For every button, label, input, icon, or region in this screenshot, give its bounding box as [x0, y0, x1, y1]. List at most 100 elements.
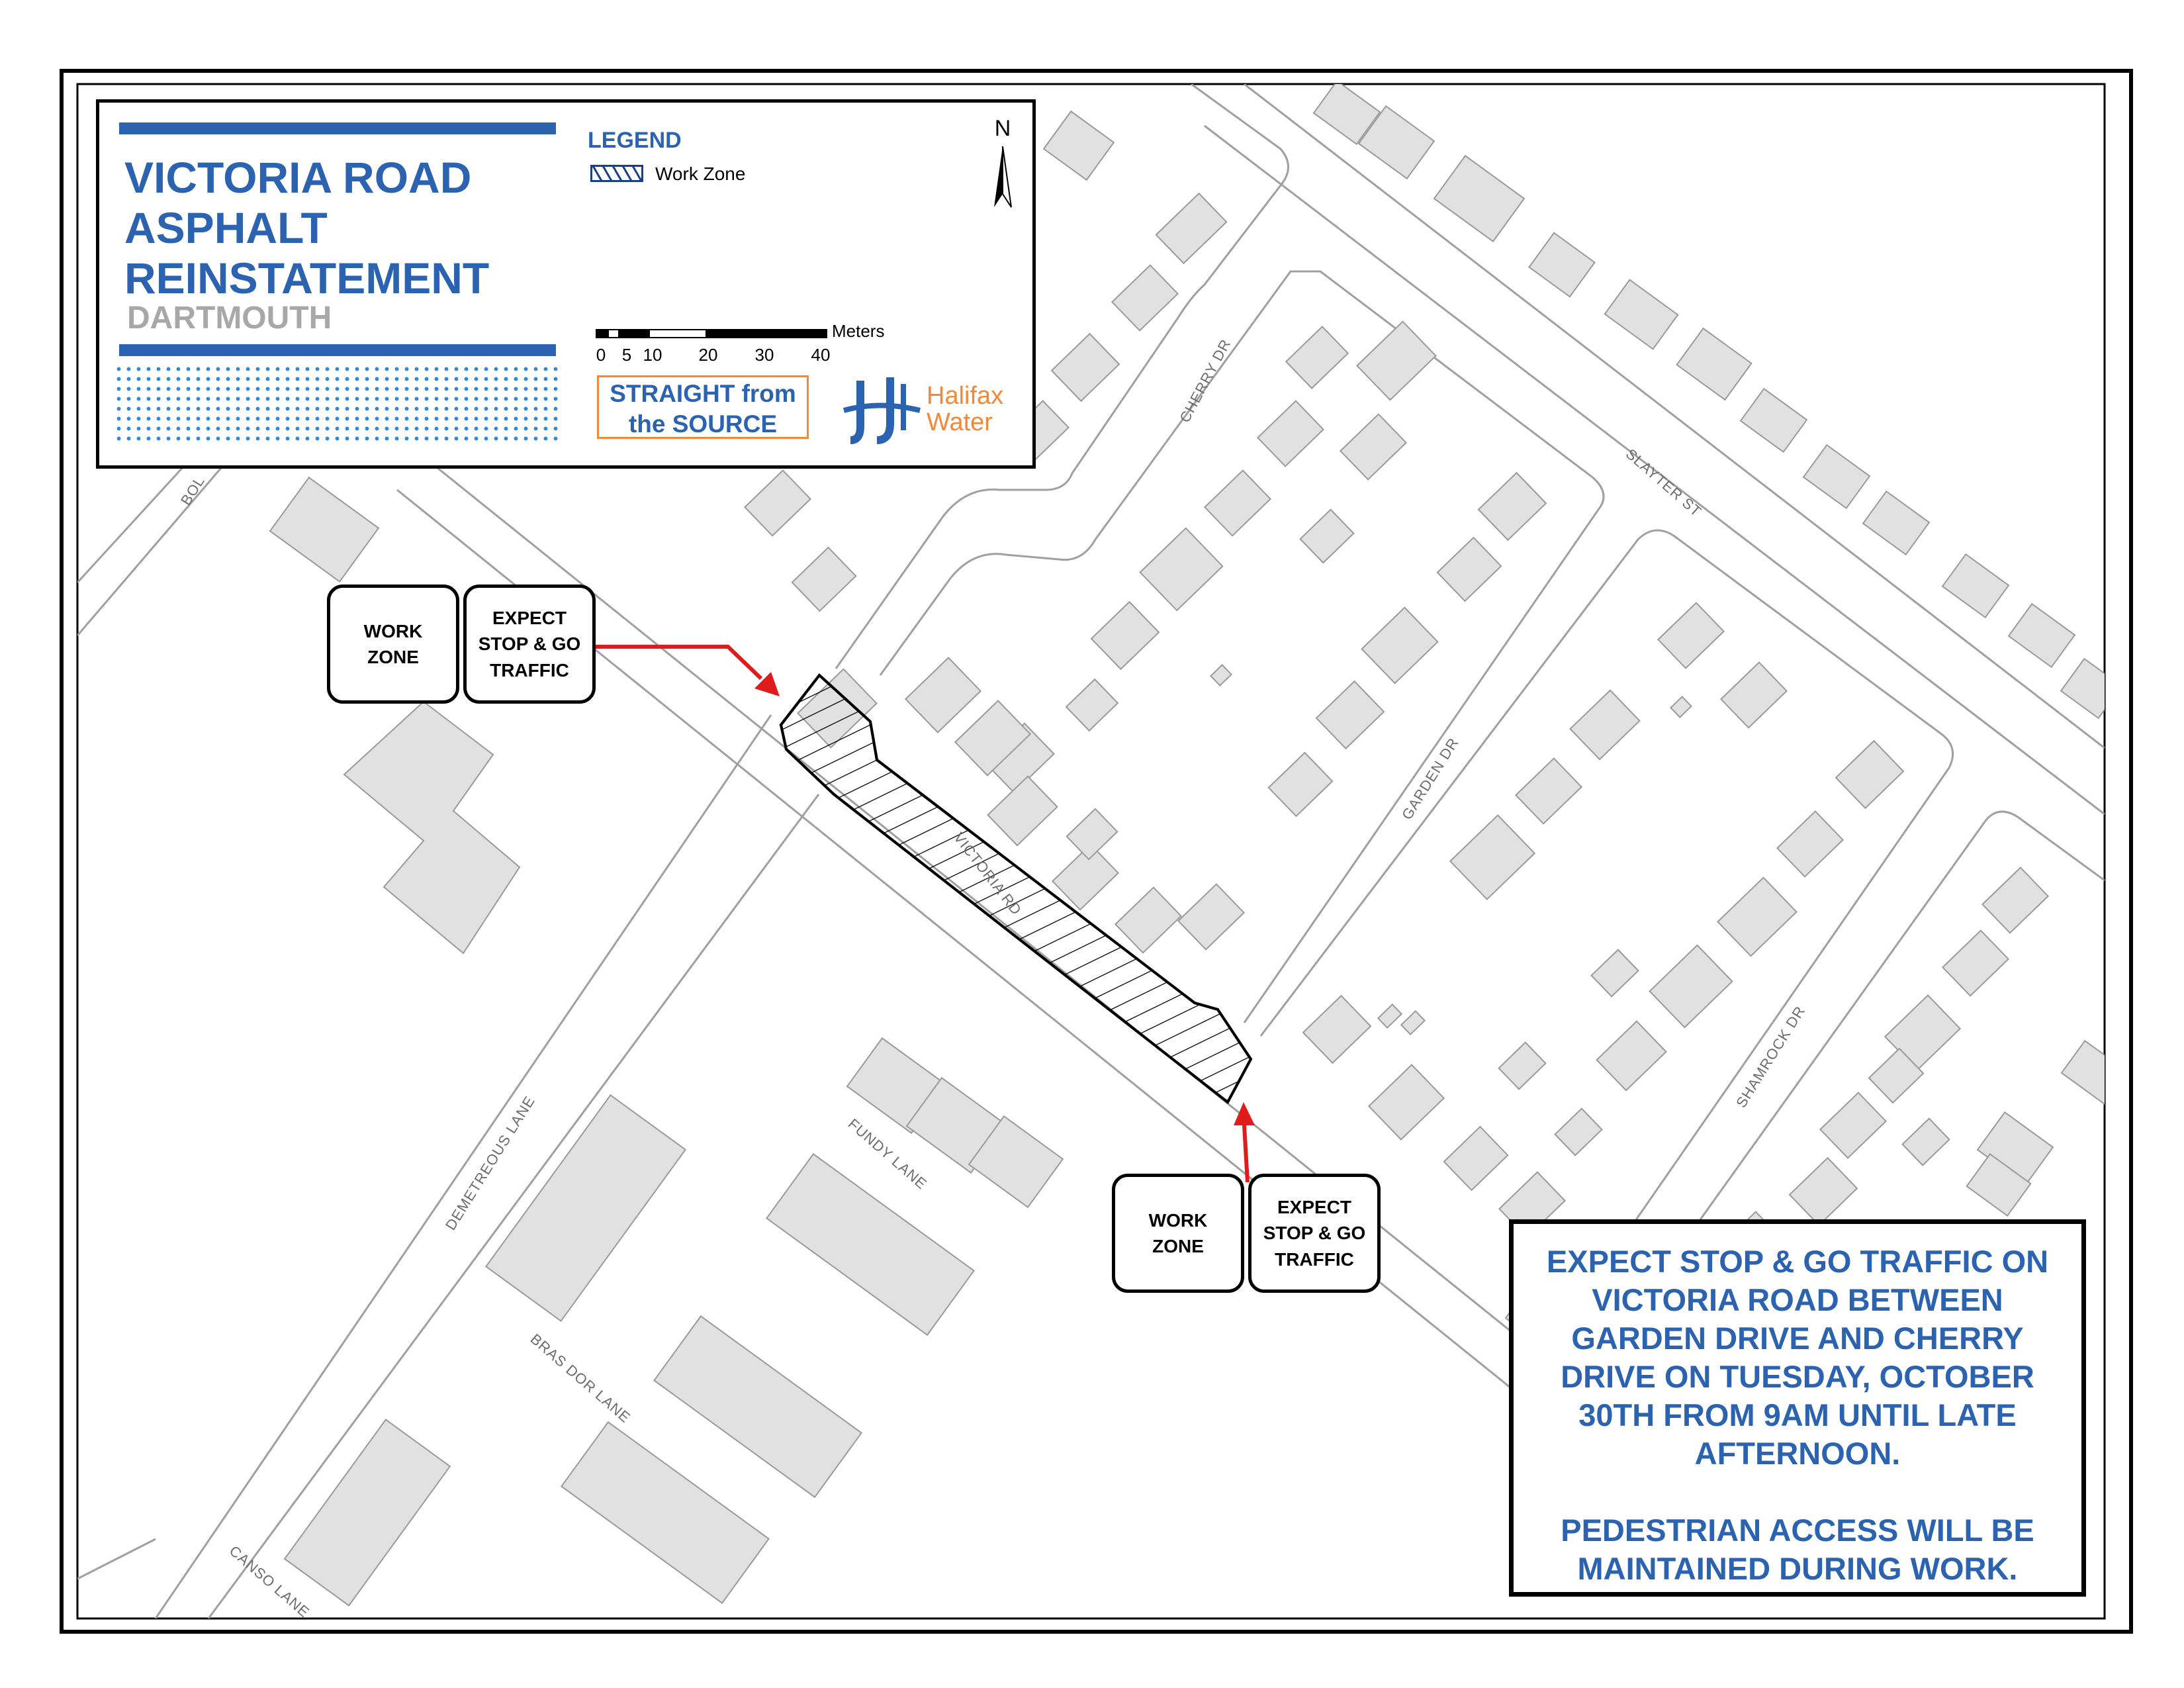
dot-pattern-decoration [114, 364, 561, 441]
building [283, 1419, 451, 1607]
building [1051, 843, 1120, 911]
notice-paragraph-schedule: EXPECT STOP & GO TRAFFIC ON VICTORIA ROA… [1546, 1244, 2049, 1471]
building [1042, 110, 1115, 181]
building [1139, 527, 1224, 612]
scale-segment [596, 329, 608, 338]
victoria-rd-edge-south [396, 489, 1678, 1524]
slayter-st-edge-south [1204, 124, 2105, 816]
building [1596, 1020, 1667, 1092]
scale-tick-label: 0 [596, 345, 606, 365]
callout-work-zone-label: WORK ZONE [1112, 1174, 1244, 1293]
title-bar-bottom [119, 344, 556, 356]
building [1941, 929, 2010, 997]
building [1267, 751, 1334, 818]
arrow-to-east-end [1242, 1125, 1250, 1183]
building [1901, 1117, 1950, 1166]
north-label: N [995, 116, 1011, 141]
legend-label-work-zone: Work Zone [655, 164, 746, 184]
building [1050, 332, 1120, 402]
building [1400, 1009, 1426, 1036]
building [1670, 696, 1692, 718]
building [1657, 602, 1725, 669]
building [2060, 1039, 2105, 1105]
building [1554, 1107, 1603, 1156]
street-label-bras-dor-lane: BRAS DOR LANE [527, 1331, 634, 1427]
buildings [269, 84, 2105, 1607]
brand-logo-line-1: STRAIGHT from [610, 380, 796, 407]
building [1676, 327, 1752, 401]
straight-from-the-source-logo: STRAIGHT from the SOURCE [597, 375, 809, 439]
building [1739, 387, 1808, 453]
building [1717, 876, 1797, 957]
building [1339, 413, 1408, 481]
building [1155, 192, 1228, 265]
scale-tick-label: 20 [698, 345, 718, 365]
work-zone-callout-east: WORK ZONE EXPECT STOP & GO TRAFFIC [1112, 1174, 1381, 1293]
street-label-shamrock-dr: SHAMROCK DR [1733, 1003, 1808, 1111]
building [1285, 326, 1349, 389]
map-frame [76, 83, 2106, 1620]
building [1256, 400, 1325, 467]
shamrock-dr-edge [1676, 810, 2105, 1252]
building [1776, 810, 1844, 878]
building [1299, 508, 1355, 564]
demetreous-lane-edge-west [154, 714, 772, 1618]
arrow-head-icon [1234, 1102, 1255, 1125]
building [1966, 1152, 2032, 1217]
building [1819, 1092, 1888, 1159]
building [987, 775, 1058, 847]
building [1065, 678, 1119, 732]
cherry-dr-edge-west [835, 84, 1289, 669]
title-bar-top [119, 122, 556, 134]
garden-dr-edge-east [1259, 529, 1954, 1232]
building [1719, 661, 1788, 729]
map-title-line-1: VICTORIA ROAD [124, 153, 472, 202]
building [484, 1094, 687, 1322]
callout-work-zone-label: WORK ZONE [327, 585, 459, 704]
callout-arrows [596, 645, 1250, 1183]
scale-segment [649, 329, 707, 338]
building [1114, 886, 1183, 954]
building [1210, 664, 1232, 686]
callout-traffic-label: EXPECT STOP & GO TRAFFIC [1248, 1174, 1381, 1293]
building [1443, 1125, 1509, 1192]
scale-segment [707, 329, 766, 338]
building [1528, 232, 1596, 298]
map-title-line-2: ASPHALT [124, 203, 328, 252]
building [1802, 444, 1871, 510]
north-arrow-icon: N [994, 116, 1012, 208]
title-panel: VICTORIA ROAD ASPHALT REINSTATEMENT DART… [96, 99, 1036, 469]
building [743, 469, 812, 537]
outer-frame [60, 69, 2133, 1634]
street-label-demetreous-lane: DEMETREOUS LANE [442, 1093, 538, 1233]
scale-tick-label: 40 [811, 345, 831, 365]
building [904, 657, 982, 733]
building [1514, 757, 1583, 825]
building [1312, 84, 1381, 146]
building [343, 700, 521, 955]
building [954, 700, 1032, 776]
scale-segment [766, 329, 827, 338]
street-label-slayter-st: SLAYTER ST [1623, 445, 1705, 520]
building [1367, 1064, 1445, 1141]
scale-segment [608, 329, 619, 338]
building [1862, 490, 1931, 556]
scale-bar [596, 329, 827, 338]
traffic-notice: EXPECT STOP & GO TRAFFIC ON VICTORIA ROA… [1509, 1219, 2086, 1597]
building [560, 1421, 770, 1605]
building [2007, 602, 2076, 669]
scale-tick-label: 10 [643, 345, 662, 365]
building [1569, 689, 1641, 761]
street-label-bol: BOL [177, 473, 208, 508]
building [1436, 536, 1502, 602]
building [1433, 154, 1525, 243]
legend-title: LEGEND [588, 128, 682, 153]
demetreous-lane-edge-east [207, 794, 820, 1618]
scale-tick-label: 30 [754, 345, 774, 365]
building [1649, 944, 1733, 1029]
street-label-garden-dr: GARDEN DR [1398, 735, 1462, 823]
building [1449, 814, 1536, 900]
building [791, 546, 857, 612]
